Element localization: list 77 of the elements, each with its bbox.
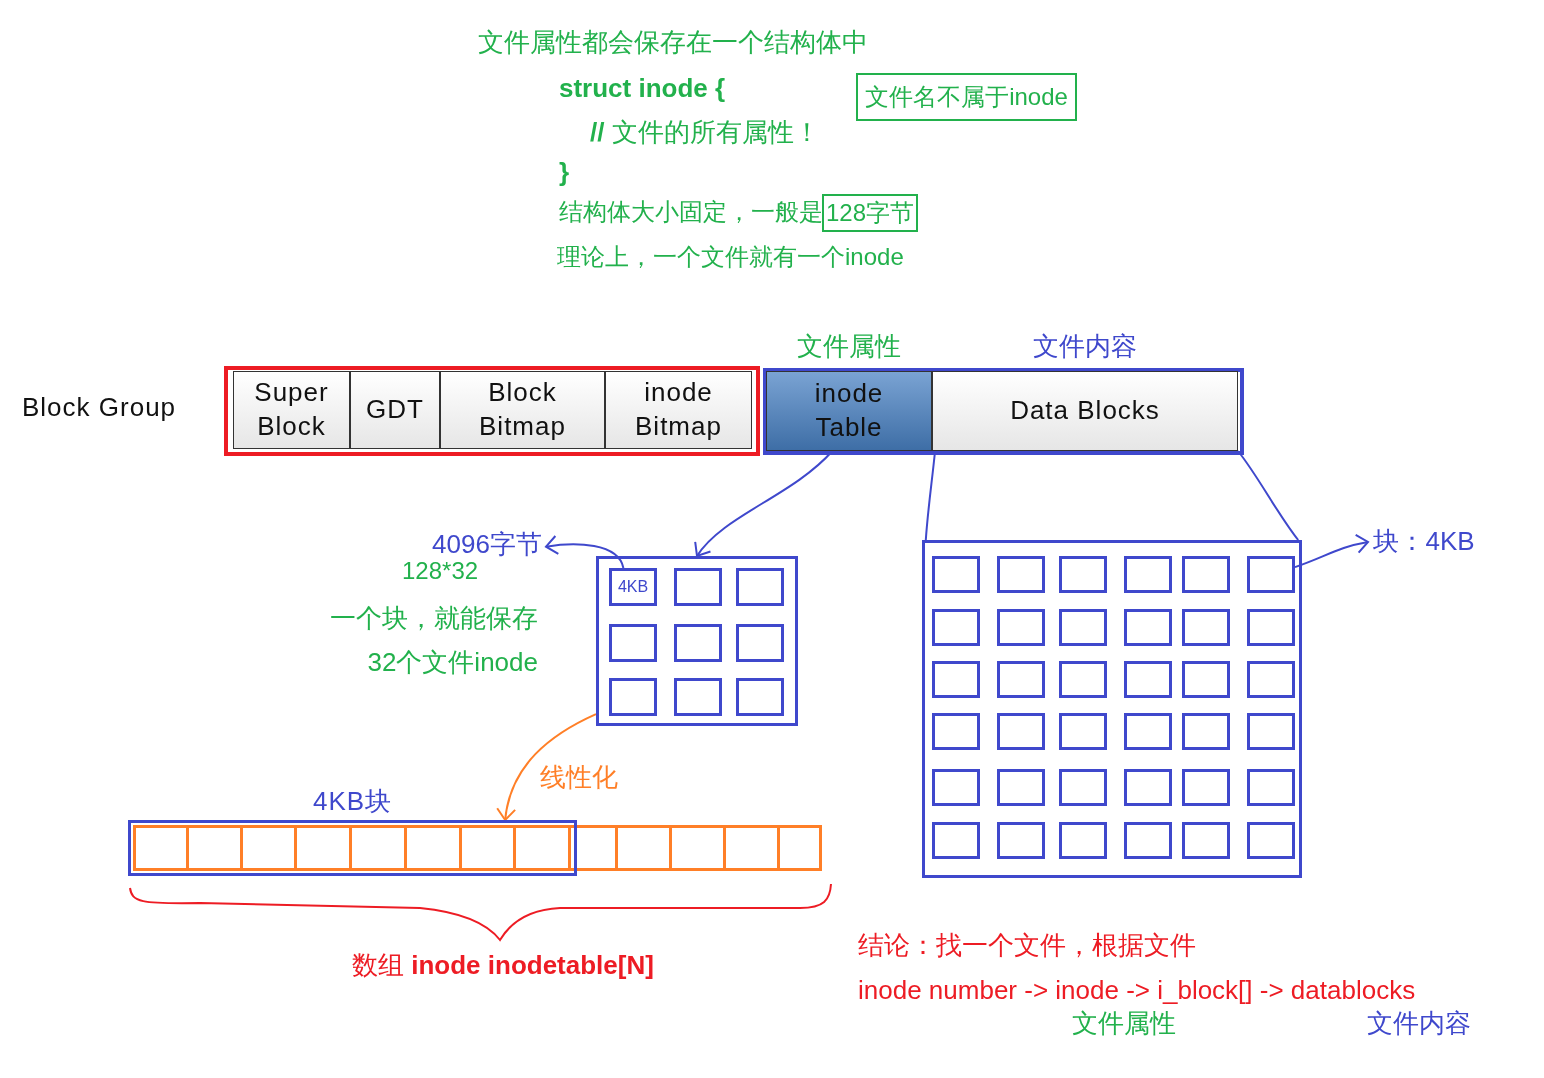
block-cell	[1182, 661, 1230, 698]
block-cell	[932, 556, 980, 593]
annotation-text: Block Group	[22, 392, 177, 424]
annotation-text: 一个块，就能保存32个文件inode	[329, 602, 538, 679]
block-grid	[922, 540, 1302, 878]
block-cell	[1124, 713, 1172, 750]
block-cell	[932, 661, 980, 698]
highlight-box: 128字节	[822, 194, 918, 232]
block-cell	[1247, 769, 1295, 806]
annotation-text: 结构体大小固定，一般是	[559, 198, 823, 227]
block-cell	[736, 624, 784, 662]
block-cell	[1247, 822, 1295, 859]
block-cell	[997, 713, 1045, 750]
band-cell: Block Bitmap	[440, 371, 605, 449]
band-cell: inode Bitmap	[605, 371, 752, 449]
block-grid	[596, 556, 798, 726]
annotation-text: 理论上，一个文件就有一个inode	[557, 243, 904, 272]
block-cell	[609, 678, 657, 716]
note-box: 文件名不属于inode	[856, 73, 1077, 121]
annotation-text: 文件属性	[1072, 1008, 1176, 1040]
block-cell	[1247, 713, 1295, 750]
block-cell	[736, 678, 784, 716]
block-cell	[932, 713, 980, 750]
block-cell	[1247, 556, 1295, 593]
block-cell	[674, 678, 722, 716]
block-cell	[1124, 609, 1172, 646]
block-cell	[1059, 822, 1107, 859]
block-cell	[1124, 769, 1172, 806]
block-cell	[997, 822, 1045, 859]
block-cell	[932, 609, 980, 646]
block-cell	[1059, 713, 1107, 750]
band-cell: Super Block	[233, 371, 350, 449]
block-cell	[1182, 713, 1230, 750]
block-cell	[1124, 822, 1172, 859]
annotation-text: 文件内容	[1367, 1008, 1471, 1040]
annotation-text: 块：4KB	[1368, 524, 1480, 560]
block-cell: 4KB	[609, 568, 657, 606]
arrow	[1294, 534, 1369, 569]
block-cell	[674, 624, 722, 662]
arrow	[496, 713, 597, 821]
block-cell	[997, 609, 1045, 646]
cell-label: inode Table	[813, 377, 885, 444]
block-cell	[932, 822, 980, 859]
group-frame	[224, 366, 760, 456]
block-cell	[609, 624, 657, 662]
block-cell	[997, 661, 1045, 698]
block-cell	[1182, 822, 1230, 859]
annotation-text: inode number -> inode -> i_block[] -> datablocks	[858, 975, 1416, 1007]
block-cell	[1124, 661, 1172, 698]
block-cell	[1059, 556, 1107, 593]
block-cell	[1247, 609, 1295, 646]
array-strip	[133, 825, 822, 871]
band-cell: GDT	[350, 371, 440, 449]
block-cell	[1059, 661, 1107, 698]
block-cell	[1059, 609, 1107, 646]
block-cell	[1182, 609, 1230, 646]
block-cell	[997, 769, 1045, 806]
block-cell	[736, 568, 784, 606]
block-cell	[1247, 661, 1295, 698]
block-cell	[1124, 556, 1172, 593]
block-cell	[1182, 556, 1230, 593]
arrow	[545, 535, 625, 569]
annotation-text: 文件属性都会保存在一个结构体中	[478, 27, 868, 59]
annotation-text: 数组 inode inodetable[N]	[352, 950, 654, 982]
cell-label: Data Blocks	[1010, 394, 1160, 428]
block-cell	[932, 769, 980, 806]
block-cell	[997, 556, 1045, 593]
section-label: 文件内容	[1032, 330, 1138, 363]
block-cell	[1059, 769, 1107, 806]
frame-label: 4KB块	[311, 785, 394, 818]
annotation-text: // 文件的所有属性！	[590, 117, 820, 149]
annotation-text: }	[559, 157, 570, 189]
block-cell	[674, 568, 722, 606]
annotation-text: 结论：找一个文件，根据文件	[858, 930, 1196, 962]
annotation-text: struct inode {	[559, 73, 726, 105]
section-label: 文件属性	[796, 330, 902, 363]
block-cell	[1182, 769, 1230, 806]
